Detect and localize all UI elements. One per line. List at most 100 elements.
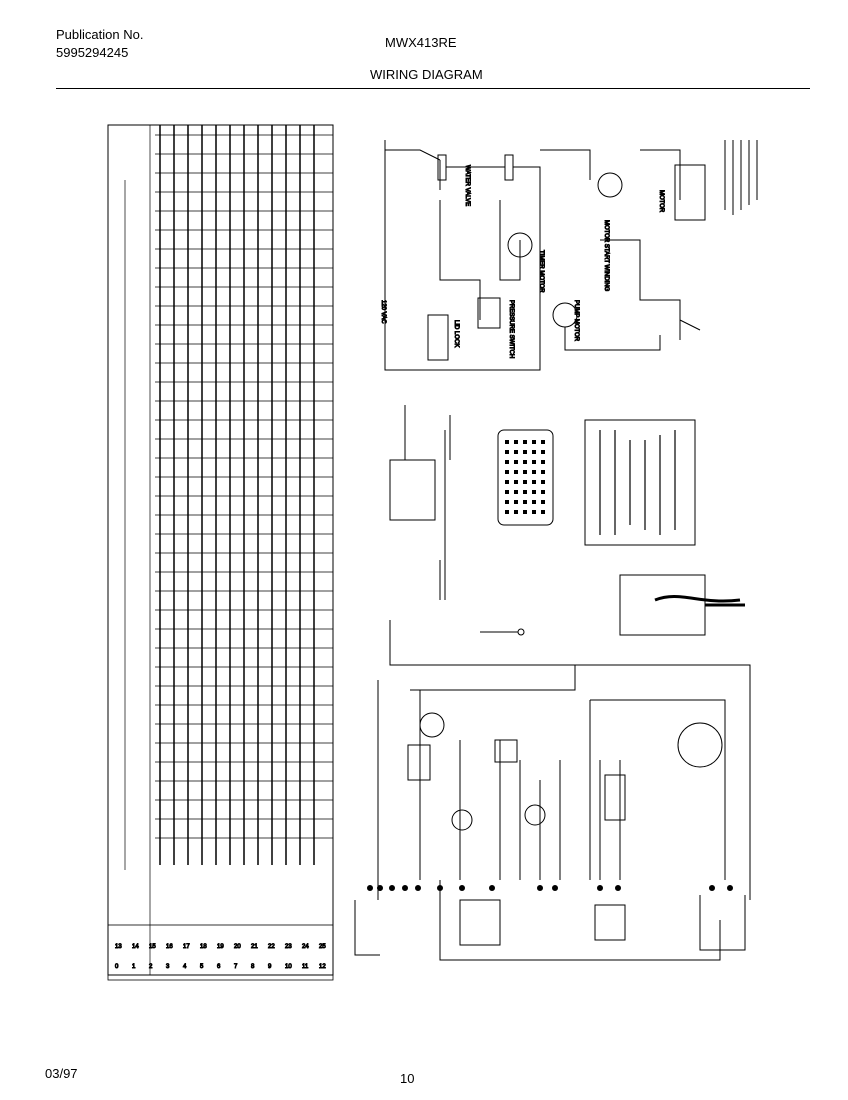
terminal bbox=[389, 885, 395, 891]
chart-row-number: 13 bbox=[115, 944, 122, 950]
publication-number: 5995294245 bbox=[56, 45, 129, 60]
connector-pin bbox=[505, 460, 509, 464]
pump-motor-label: PUMP MOTOR bbox=[573, 300, 579, 342]
connector-pin bbox=[514, 470, 518, 474]
terminal bbox=[415, 885, 421, 891]
revision-date: 03/97 bbox=[45, 1066, 78, 1081]
pressure-switch-label: PRESSURE SWITCH bbox=[508, 300, 514, 358]
chart-number-table bbox=[107, 924, 334, 981]
chart-row-number: 10 bbox=[285, 964, 292, 970]
page-title: WIRING DIAGRAM bbox=[370, 67, 483, 82]
connector-pin bbox=[514, 440, 518, 444]
connector-pin bbox=[514, 490, 518, 494]
connector-pin bbox=[541, 480, 545, 484]
chart-row-number: 1 bbox=[132, 964, 136, 970]
chart-row-number: 24 bbox=[302, 944, 309, 950]
connector-pin bbox=[514, 460, 518, 464]
terminal bbox=[437, 885, 443, 891]
terminal bbox=[615, 885, 621, 891]
connector-pin bbox=[541, 450, 545, 454]
connector-pin bbox=[523, 510, 527, 514]
connector-pin bbox=[541, 510, 545, 514]
chart-row-number: 21 bbox=[251, 944, 258, 950]
chart-row-number: 23 bbox=[285, 944, 292, 950]
motor-label: MOTOR bbox=[658, 190, 664, 213]
terminal bbox=[459, 885, 465, 891]
connector-pin bbox=[514, 500, 518, 504]
connector-pin bbox=[541, 500, 545, 504]
connector-pin bbox=[523, 460, 527, 464]
terminal bbox=[552, 885, 558, 891]
terminal bbox=[402, 885, 408, 891]
connector-pin bbox=[523, 440, 527, 444]
chart-row-number: 3 bbox=[166, 964, 170, 970]
timer-motor-label: TIMER MOTOR bbox=[538, 250, 544, 293]
connector-pin bbox=[532, 440, 536, 444]
page-number: 10 bbox=[400, 1071, 415, 1086]
chart-row-number: 11 bbox=[302, 964, 309, 970]
connector-pin bbox=[532, 510, 536, 514]
chart-row-number: 16 bbox=[166, 944, 173, 950]
publication-label: Publication No. bbox=[56, 27, 144, 42]
connector-pin bbox=[532, 470, 536, 474]
terminal bbox=[709, 885, 715, 891]
connector-pin bbox=[505, 500, 509, 504]
chart-row-number: 8 bbox=[251, 964, 255, 970]
connector-pin bbox=[505, 490, 509, 494]
chart-row-number: 12 bbox=[319, 964, 326, 970]
connector-pin bbox=[514, 450, 518, 454]
connector-pin bbox=[532, 450, 536, 454]
terminal bbox=[537, 885, 543, 891]
connector-pin bbox=[523, 470, 527, 474]
chart-row-number: 15 bbox=[149, 944, 156, 950]
terminal bbox=[597, 885, 603, 891]
connector-pin bbox=[505, 480, 509, 484]
lower-schematic bbox=[354, 620, 751, 961]
notes-block bbox=[724, 140, 758, 215]
connector-pin bbox=[532, 460, 536, 464]
chart-row-number: 4 bbox=[183, 964, 187, 970]
terminal bbox=[377, 885, 383, 891]
model-number: MWX413RE bbox=[385, 35, 457, 50]
lid-lock-label: LID LOCK bbox=[453, 320, 459, 347]
chart-row-number: 14 bbox=[132, 944, 139, 950]
chart-row-number: 25 bbox=[319, 944, 326, 950]
connector-pin bbox=[505, 510, 509, 514]
connector-pin bbox=[523, 480, 527, 484]
connector-pin bbox=[523, 500, 527, 504]
connector-pin bbox=[514, 480, 518, 484]
chart-row-number: 7 bbox=[234, 964, 238, 970]
connector-pin bbox=[505, 440, 509, 444]
connector-pin bbox=[541, 490, 545, 494]
chart-row-number: 19 bbox=[217, 944, 224, 950]
chart-row-number: 18 bbox=[200, 944, 207, 950]
connector-pin bbox=[523, 450, 527, 454]
voltage-label: 120 VAC bbox=[380, 300, 386, 324]
connector-pin bbox=[505, 470, 509, 474]
middle-section bbox=[389, 405, 745, 636]
terminal bbox=[367, 885, 373, 891]
terminal bbox=[489, 885, 495, 891]
connector-pin bbox=[541, 470, 545, 474]
connector-pin bbox=[532, 490, 536, 494]
upper-schematic: 120 VAC WATER VALVE TIMER MOTOR PRESSURE… bbox=[380, 140, 758, 371]
connector-pin bbox=[505, 450, 509, 454]
connector-pin bbox=[541, 440, 545, 444]
chart-row-number: 0 bbox=[115, 964, 119, 970]
chart-row-number: 2 bbox=[149, 964, 153, 970]
chart-row-number: 22 bbox=[268, 944, 275, 950]
chart-row-number: 20 bbox=[234, 944, 241, 950]
connector-pin bbox=[532, 500, 536, 504]
motor-start-winding-label: MOTOR START WINDING bbox=[603, 220, 609, 292]
terminal bbox=[727, 885, 733, 891]
chart-row-number: 17 bbox=[183, 944, 190, 950]
chart-row-number: 5 bbox=[200, 964, 204, 970]
chart-row-number: 9 bbox=[268, 964, 272, 970]
connector-pin bbox=[514, 510, 518, 514]
header-rule bbox=[56, 88, 810, 89]
water-valve-label: WATER VALVE bbox=[464, 165, 470, 206]
chart-row-number: 6 bbox=[217, 964, 221, 970]
connector-pin bbox=[523, 490, 527, 494]
